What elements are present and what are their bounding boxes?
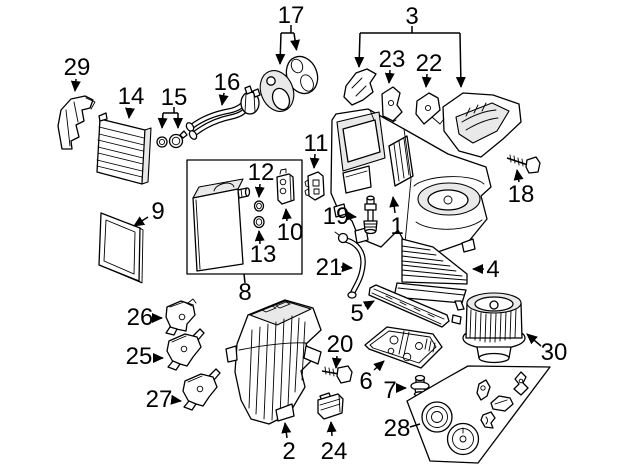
callout-8: 8 xyxy=(238,273,252,306)
part-15-o-rings xyxy=(156,130,188,149)
callout-26-label: 26 xyxy=(127,304,154,331)
callout-23: 23 xyxy=(379,46,406,84)
part-29-bracket xyxy=(57,95,96,150)
callout-24-label: 24 xyxy=(321,438,348,465)
callout-14: 14 xyxy=(118,83,145,119)
callout-28: 28 xyxy=(384,415,421,442)
callout-28-label: 28 xyxy=(384,415,411,442)
callout-13-label: 13 xyxy=(250,241,277,268)
callout-26: 26 xyxy=(127,304,163,331)
callout-15-label: 15 xyxy=(161,84,188,111)
callout-9-label: 9 xyxy=(151,198,164,225)
part-24-module xyxy=(317,392,344,420)
callout-10: 10 xyxy=(277,208,304,246)
callout-10-label: 10 xyxy=(277,219,304,246)
callout-7-label: 7 xyxy=(383,377,396,404)
callout-12-label: 12 xyxy=(248,159,275,186)
part-30-blower-motor xyxy=(451,292,526,364)
callout-20: 20 xyxy=(327,331,354,369)
callout-30: 30 xyxy=(526,333,568,366)
callout-24: 24 xyxy=(321,421,348,465)
part-23-actuator xyxy=(381,86,403,125)
part-20-screw xyxy=(321,365,353,384)
part-12-o-ring xyxy=(253,200,265,212)
callout-15: 15 xyxy=(157,84,188,129)
part-3-duct xyxy=(442,92,522,158)
callout-22: 22 xyxy=(416,50,443,88)
callout-1-label: 1 xyxy=(390,213,403,240)
part-19-valve xyxy=(363,195,378,235)
part-17-gaskets xyxy=(259,55,319,112)
part-10-expansion-valve xyxy=(276,168,295,205)
callout-17-label: 17 xyxy=(278,2,305,29)
part-9-seal-frame xyxy=(98,212,144,284)
callout-21: 21 xyxy=(316,254,353,281)
part-21-drain-hose xyxy=(334,231,366,299)
callout-20-label: 20 xyxy=(327,331,354,358)
callout-6: 6 xyxy=(359,360,385,395)
callout-25-label: 25 xyxy=(126,343,153,370)
part-16-heater-pipes xyxy=(185,85,261,140)
callout-27: 27 xyxy=(146,386,182,413)
callout-2-label: 2 xyxy=(282,438,295,465)
evaporator-core xyxy=(192,178,251,272)
callout-25: 25 xyxy=(126,343,164,370)
callout-29: 29 xyxy=(64,54,91,92)
part-27-actuator xyxy=(182,368,221,411)
part-5-seal-strip xyxy=(368,284,450,328)
callout-3-label: 3 xyxy=(405,3,418,30)
callout-2: 2 xyxy=(281,422,296,465)
part-18-screw xyxy=(506,154,541,174)
part-8-evaporator-assembly xyxy=(186,159,303,275)
callout-5: 5 xyxy=(350,300,375,327)
callout-16: 16 xyxy=(214,69,241,106)
callout-27-label: 27 xyxy=(146,386,173,413)
callout-9: 9 xyxy=(133,198,165,227)
part-3-bracket xyxy=(343,68,377,106)
part-13-o-ring xyxy=(253,215,265,229)
callout-16-label: 16 xyxy=(214,69,241,96)
callout-8-label: 8 xyxy=(238,279,251,306)
callout-21-label: 21 xyxy=(316,254,343,281)
callout-4-label: 4 xyxy=(486,256,499,283)
callout-18-label: 18 xyxy=(508,181,535,208)
part-25-actuator xyxy=(166,328,205,371)
callout-29-label: 29 xyxy=(64,54,91,81)
part-4-filter xyxy=(393,238,468,311)
callout-11: 11 xyxy=(304,130,329,169)
part-11-fitting xyxy=(304,171,325,201)
callout-12: 12 xyxy=(248,159,275,198)
callout-11-label: 11 xyxy=(304,130,329,157)
callout-30-label: 30 xyxy=(541,339,568,366)
callout-19: 19 xyxy=(323,203,357,230)
part-14-heater-core xyxy=(96,112,152,185)
callout-7: 7 xyxy=(383,377,407,404)
callout-22-label: 22 xyxy=(416,50,443,77)
callout-23-label: 23 xyxy=(379,46,406,73)
part-2-lower-case xyxy=(225,299,322,425)
part-22-actuator xyxy=(415,92,445,125)
part-28-seal-kit xyxy=(406,365,551,464)
callout-6-label: 6 xyxy=(359,368,372,395)
callout-13: 13 xyxy=(250,230,277,268)
callout-14-label: 14 xyxy=(118,83,145,110)
callout-4: 4 xyxy=(472,256,500,283)
callout-5-label: 5 xyxy=(350,300,363,327)
callout-19-label: 19 xyxy=(323,203,350,230)
callout-3: 3 xyxy=(354,3,466,88)
callout-18: 18 xyxy=(508,169,535,208)
callout-17: 17 xyxy=(275,2,305,65)
callout-1: 1 xyxy=(389,196,404,240)
part-6-mounting-plate xyxy=(364,326,443,369)
part-26-actuator xyxy=(165,298,197,336)
